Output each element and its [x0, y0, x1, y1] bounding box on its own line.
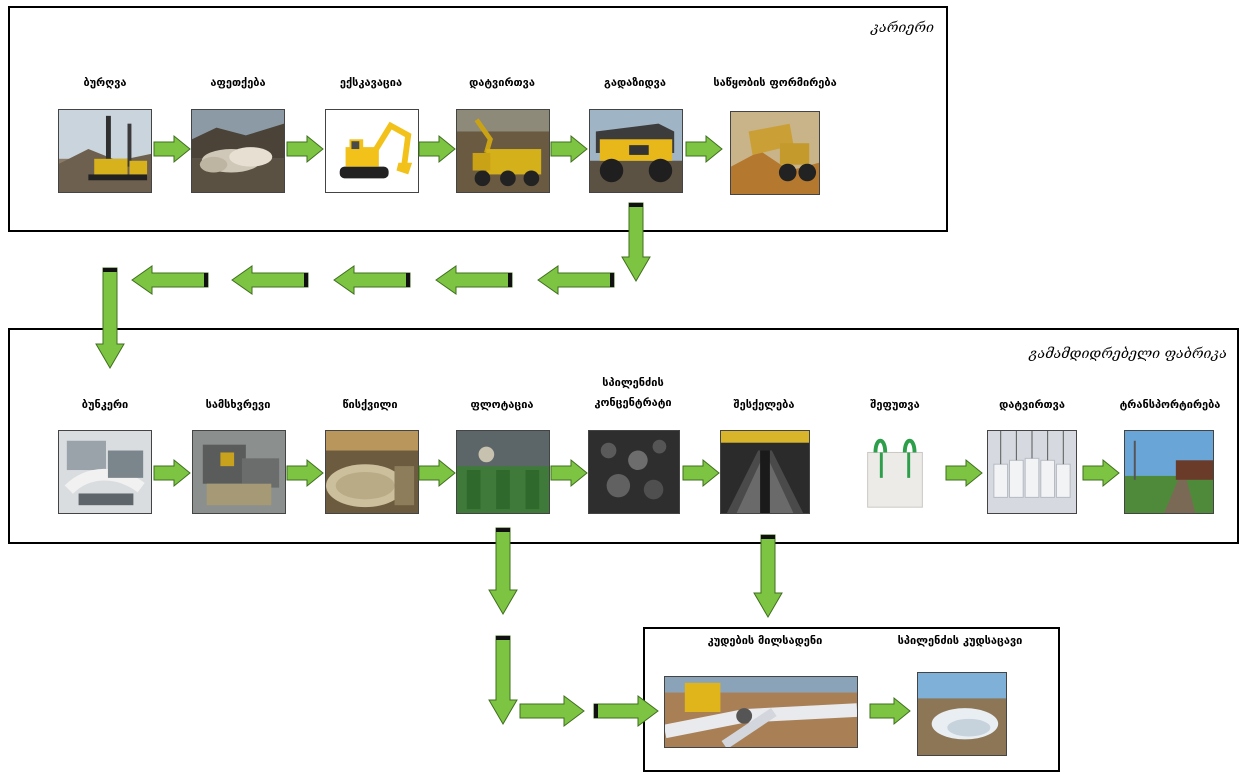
step-label-packing: შეფუთვა: [870, 398, 920, 411]
arrow-to-pipeline-2: [593, 695, 659, 727]
arrow-bunker-to-crusher: [153, 458, 191, 488]
blasting-photo: [191, 109, 285, 193]
arrow-concentrate-to-thickening: [682, 458, 720, 488]
crusher-photo: [192, 430, 286, 514]
step-label-crusher: სამსხვრევი: [205, 398, 271, 411]
step-label-copper: სპილენძის: [602, 376, 664, 389]
bag-loading-photo: [987, 430, 1077, 514]
step-label-concentrate: კონცენტრატი: [594, 396, 672, 409]
drilling-rig-photo: [58, 109, 152, 193]
step-label-thickening: შესქელება: [733, 398, 795, 411]
arrow-tailings-down: [488, 635, 518, 725]
step-label-blasting: აფეთქება: [210, 76, 266, 89]
step-label-bag-loading: დატვირთვა: [999, 398, 1065, 411]
step-label-tailings-pipeline: კუდების მილსადენი: [707, 634, 823, 647]
arrow-drilling-to-blasting: [153, 134, 191, 164]
haul-truck-photo: [589, 109, 683, 193]
arrow-left-3: [333, 265, 411, 295]
step-label-mill: წისქვილი: [342, 398, 398, 411]
arrow-mill-to-flotation: [418, 458, 456, 488]
step-label-tailings-pond: სპილენძის კუდსაცავი: [897, 634, 1023, 647]
step-label-excavation: ექსკავაცია: [339, 76, 403, 89]
step-label-hauling: გადაზიდვა: [604, 76, 666, 89]
arrow-loading-to-transport: [1082, 458, 1120, 488]
tailings-pipeline-photo: [664, 676, 858, 748]
step-label-transport: ტრანსპორტირება: [1119, 398, 1221, 411]
loading-photo: [456, 109, 550, 193]
thickening-photo: [720, 430, 810, 514]
arrow-left-2: [435, 265, 513, 295]
arrow-loading-to-hauling: [550, 134, 588, 164]
quarry-title: კარიერი: [871, 20, 934, 36]
processing-plant-title: გამამდიდრებელი ფაბრიკა: [1029, 346, 1227, 362]
copper-concentrate-photo: [588, 430, 680, 514]
arrow-packing-to-loading: [945, 458, 983, 488]
arrow-to-pipeline-1: [519, 695, 585, 727]
rail-transport-photo: [1124, 430, 1214, 514]
step-label-drilling: ბურღვა: [83, 76, 127, 89]
stockpile-dumping-photo: [730, 111, 820, 195]
step-label-flotation: ფლოტაცია: [470, 398, 534, 411]
excavator-photo: [325, 109, 419, 193]
arrow-crusher-to-mill: [286, 458, 324, 488]
arrow-flotation-to-concentrate: [550, 458, 588, 488]
arrow-thickening-down: [753, 534, 783, 618]
tailings-pond-photo: [917, 672, 1007, 756]
arrow-blasting-to-excavation: [286, 134, 324, 164]
step-label-bunker: ბუნკერი: [81, 398, 129, 411]
mill-photo: [325, 430, 419, 514]
arrow-quarry-down: [621, 202, 651, 282]
arrow-left-5: [131, 265, 209, 295]
arrow-hauling-to-stockpile: [685, 134, 723, 164]
arrow-left-4: [231, 265, 309, 295]
step-label-loading: დატვირთვა: [469, 76, 535, 89]
arrow-left-1: [537, 265, 615, 295]
step-label-stockpile: საწყობის ფორმირება: [713, 76, 837, 89]
flotation-photo: [456, 430, 550, 514]
arrow-pipeline-to-pond: [869, 696, 911, 726]
arrow-flotation-down: [488, 527, 518, 615]
bunker-photo: [58, 430, 152, 514]
arrow-excavation-to-loading: [418, 134, 456, 164]
arrow-into-plant-down: [95, 267, 125, 369]
big-bag-photo: [851, 428, 939, 516]
